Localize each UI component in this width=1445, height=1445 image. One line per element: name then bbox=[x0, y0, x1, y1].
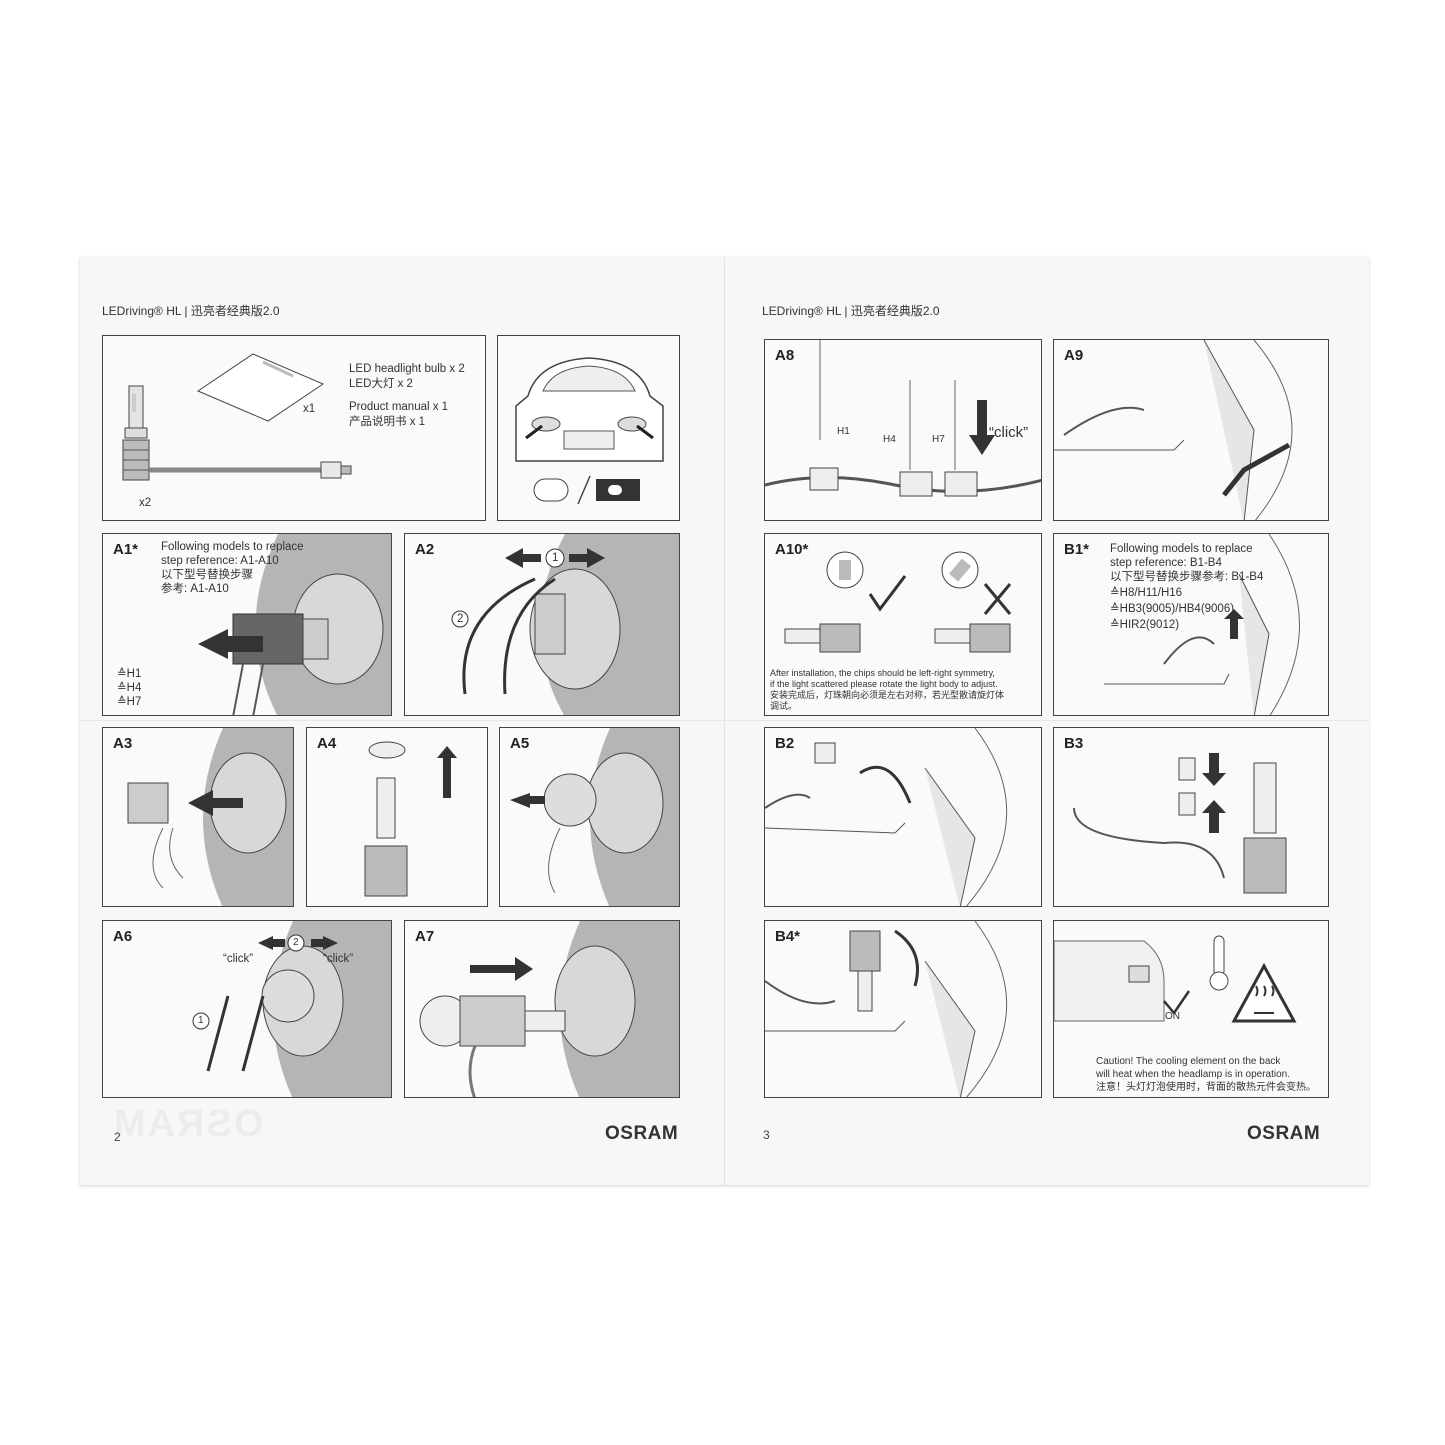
a1-illustration bbox=[198, 534, 391, 715]
a2-label: A2 bbox=[415, 541, 435, 558]
left-page-number: 2 bbox=[114, 1130, 121, 1144]
a10-illustration bbox=[784, 551, 1012, 653]
a4-label: A4 bbox=[317, 735, 337, 752]
a10-label: A10* bbox=[775, 541, 809, 558]
center-fold bbox=[724, 257, 725, 1185]
a10-note-3: 安装完成后，灯珠朝向必须是左右对称，若光型散请旋灯体 bbox=[770, 690, 1005, 700]
a8-type-h7: H7 bbox=[932, 434, 945, 445]
panel-a3: A3 bbox=[102, 727, 294, 907]
b1-note-1: Following models to replace bbox=[1110, 543, 1253, 555]
manual-quantity: x1 bbox=[303, 403, 316, 415]
box-contents-illustration bbox=[122, 353, 352, 481]
panel-a9: A9 bbox=[1053, 339, 1329, 521]
a1-note-2: step reference: A1-A10 bbox=[161, 555, 279, 567]
a6-click-left: “click” bbox=[223, 953, 254, 965]
left-watermark-logo: OSRAM bbox=[112, 1103, 264, 1145]
panel-a5: A5 bbox=[499, 727, 680, 907]
a1-model-3: ≙H7 bbox=[117, 696, 142, 708]
b2-label: B2 bbox=[775, 735, 795, 752]
b1-note-3: 以下型号替换步骤参考: B1-B4 bbox=[1110, 571, 1264, 583]
a10-note-4: 调试。 bbox=[770, 701, 798, 711]
a9-illustration bbox=[1054, 340, 1293, 520]
a1-model-1: ≙H1 bbox=[117, 668, 142, 680]
a8-label: A8 bbox=[775, 347, 795, 364]
contents-line-1: LED headlight bulb x 2 bbox=[349, 363, 465, 375]
a6-illustration bbox=[192, 921, 391, 1097]
b1-note-4: ≙H8/H11/H16 bbox=[1110, 587, 1183, 599]
right-page-number: 3 bbox=[763, 1128, 770, 1142]
a3-illustration bbox=[127, 728, 293, 906]
panel-a10: A10* After installation, the chips shoul… bbox=[764, 533, 1042, 716]
contents-line-2: LED大灯 x 2 bbox=[349, 378, 413, 390]
panel-a1: A1* Following models to replace step ref… bbox=[102, 533, 392, 716]
a6-step-1: 1 bbox=[198, 1015, 204, 1026]
a8-type-h1: H1 bbox=[837, 426, 850, 437]
b4-illustration bbox=[765, 921, 1008, 1097]
b2-illustration bbox=[765, 728, 1008, 906]
a2-step-1: 1 bbox=[552, 552, 559, 564]
panel-a4: A4 bbox=[306, 727, 488, 907]
panel-b2: B2 bbox=[764, 727, 1042, 907]
a5-illustration bbox=[510, 728, 679, 906]
b4-label: B4* bbox=[775, 928, 801, 945]
a9-label: A9 bbox=[1064, 347, 1084, 364]
left-brand-logo: OSRAM bbox=[605, 1123, 679, 1144]
a1-note-3: 以下型号替换步骤 bbox=[161, 569, 253, 581]
a4-illustration bbox=[364, 741, 457, 897]
a6-label: A6 bbox=[113, 928, 133, 945]
a3-label: A3 bbox=[113, 735, 133, 752]
a5-label: A5 bbox=[510, 735, 530, 752]
panel-a2: A2 1 2 bbox=[404, 533, 680, 716]
bulb-quantity: x2 bbox=[139, 497, 152, 509]
caution-illustration bbox=[1054, 935, 1297, 1023]
panel-car-front bbox=[497, 335, 680, 521]
b1-note-2: step reference: B1-B4 bbox=[1110, 557, 1222, 569]
right-page-header: LEDriving® HL | 迅亮者经典版2.0 bbox=[762, 304, 940, 318]
b1-label: B1* bbox=[1064, 541, 1090, 558]
contents-line-4: 产品说明书 x 1 bbox=[349, 416, 426, 428]
a10-note-1: After installation, the chips should be … bbox=[770, 668, 995, 678]
a7-illustration bbox=[419, 921, 679, 1097]
panel-box-contents: x2 x1 LED headlight bulb x 2 LED大灯 x 2 P… bbox=[102, 335, 486, 521]
panel-b1: B1* Following models to replace step ref… bbox=[1053, 533, 1329, 716]
horizontal-fold bbox=[80, 720, 1369, 721]
a2-illustration bbox=[451, 534, 679, 715]
contents-line-3: Product manual x 1 bbox=[349, 401, 449, 413]
b3-label: B3 bbox=[1064, 735, 1084, 752]
panel-b4: B4* bbox=[764, 920, 1042, 1098]
car-front-illustration bbox=[515, 357, 664, 505]
a7-label: A7 bbox=[415, 928, 435, 945]
caution-line-1: Caution! The cooling element on the back bbox=[1096, 1056, 1281, 1067]
a2-step-2: 2 bbox=[457, 613, 464, 625]
caution-line-2: will heat when the headlamp is in operat… bbox=[1096, 1069, 1291, 1080]
a6-click-right: “click” bbox=[323, 953, 354, 965]
panel-a7: A7 bbox=[404, 920, 680, 1098]
panel-a8: A8 H1 H4 H7 “click” bbox=[764, 339, 1042, 521]
caution-line-3: 注意！头灯灯泡使用时，背面的散热元件会变热。 bbox=[1096, 1082, 1316, 1093]
caution-on-label: ON bbox=[1165, 1011, 1180, 1022]
a1-note-4: 参考: A1-A10 bbox=[161, 583, 229, 595]
a8-illustration bbox=[765, 340, 1041, 497]
panel-b3: B3 bbox=[1053, 727, 1329, 907]
a8-click: “click” bbox=[989, 424, 1029, 441]
a1-note-1: Following models to replace bbox=[161, 541, 304, 553]
b3-illustration bbox=[1073, 753, 1287, 894]
right-brand-logo: OSRAM bbox=[1247, 1123, 1321, 1144]
b1-note-6: ≙HIR2(9012) bbox=[1110, 619, 1180, 631]
a10-note-2: if the light scattered please rotate the… bbox=[770, 679, 998, 689]
a6-step-2: 2 bbox=[293, 937, 299, 948]
a1-model-2: ≙H4 bbox=[117, 682, 142, 694]
a8-type-h4: H4 bbox=[883, 434, 896, 445]
panel-a6: A6 “click” “click” 2 1 bbox=[102, 920, 392, 1098]
b1-illustration bbox=[1104, 534, 1300, 715]
left-page-header: LEDriving® HL | 迅亮者经典版2.0 bbox=[102, 304, 280, 318]
b1-note-5: ≙HB3(9005)/HB4(9006) bbox=[1110, 603, 1235, 615]
panel-caution: ON Caution! The cooling element on the b… bbox=[1053, 920, 1329, 1098]
a1-label: A1* bbox=[113, 541, 139, 558]
